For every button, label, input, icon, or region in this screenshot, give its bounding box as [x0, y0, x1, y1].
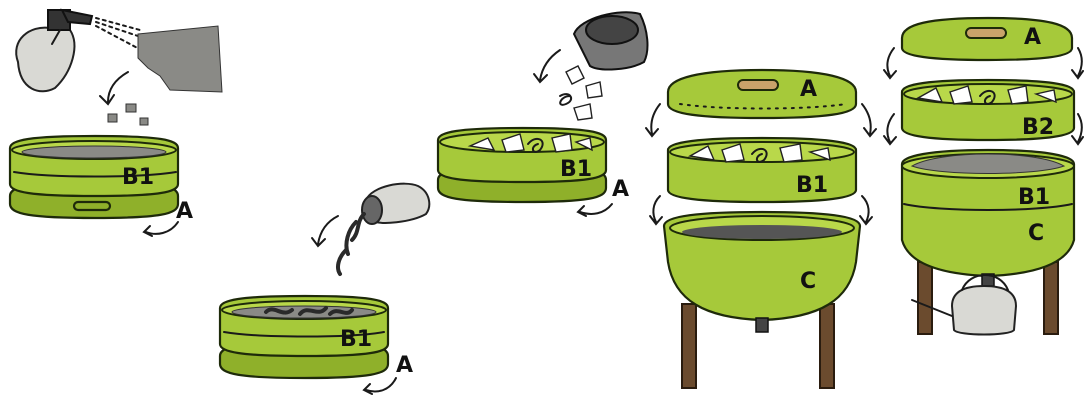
tray-label-b1: B1: [796, 173, 828, 198]
curved-arrow-icon: [578, 204, 612, 216]
tray-label-b1: B1: [560, 157, 592, 182]
step3-add-food-scraps: B1 A: [438, 12, 647, 216]
tray-label-b2: B2: [1022, 115, 1054, 140]
lid-label-a: A: [1024, 25, 1041, 50]
falling-scraps: [560, 66, 602, 120]
tray-label-b1: B1: [1018, 185, 1050, 210]
arrow-down-icon: [860, 196, 872, 224]
arrow-down-icon: [862, 104, 876, 136]
arrow-down-icon: [884, 114, 896, 144]
step4-stack-on-base: A B1 C: [646, 70, 876, 388]
falling-worms: [338, 214, 364, 274]
lid-label-a: A: [612, 177, 629, 202]
tray-label-b1: B1: [340, 327, 372, 352]
lid-a: [902, 18, 1072, 60]
arrow-down-icon: [534, 50, 560, 82]
lid-label-a: A: [396, 353, 413, 378]
arrow-down-icon: [100, 72, 128, 104]
arrow-down-icon: [650, 196, 662, 224]
step1-moisten-bedding: B1 A: [10, 10, 222, 236]
arrow-down-icon: [312, 216, 338, 246]
spray-bottle-icon: [16, 10, 92, 91]
worm-pot-icon: [362, 184, 429, 224]
arrow-down-icon: [1072, 48, 1083, 78]
arrow-down-icon: [884, 48, 896, 78]
arrow-down-icon: [646, 104, 660, 136]
step2-add-worms: B1 A: [220, 184, 429, 394]
bedding-crumbs: [108, 104, 148, 125]
curved-arrow-icon: [144, 222, 178, 236]
bedding-sheet: [138, 26, 222, 92]
base-c: [664, 212, 860, 388]
curved-arrow-icon: [364, 378, 396, 394]
tray-label-b1: B1: [122, 165, 154, 190]
base-label-c: C: [1028, 221, 1044, 246]
base-label-c: C: [800, 269, 816, 294]
bucket-icon: [574, 12, 647, 69]
step5-add-second-tray: A B2 B1 C: [884, 18, 1083, 335]
lid-label-a: A: [176, 199, 193, 224]
lid-label-a: A: [800, 77, 817, 102]
lid-a: [668, 70, 856, 118]
